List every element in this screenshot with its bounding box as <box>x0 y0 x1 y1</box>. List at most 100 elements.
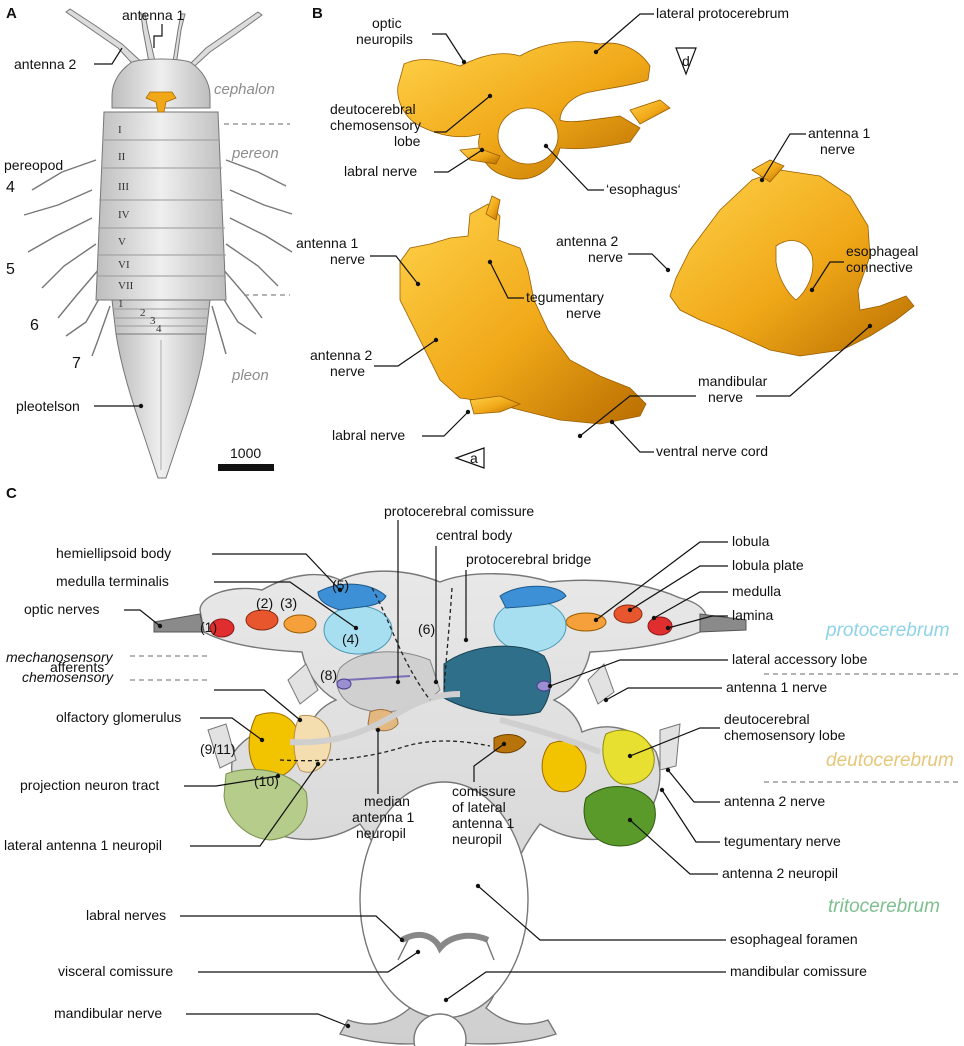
label-median-3: neuropil <box>356 825 406 841</box>
label-deuto-1: deutocerebral <box>330 101 416 117</box>
label-a1-nerve-right-2: nerve <box>820 141 855 157</box>
panel-a-letter: A <box>6 5 17 22</box>
pereon-numerals: I II III IV V VI VII 1 2 3 4 <box>118 124 162 335</box>
orientation-dorsal-letter: d <box>682 53 690 69</box>
marker-1: (1) <box>200 619 217 635</box>
isopod-body <box>95 58 227 479</box>
panel-c-letter: C <box>6 485 17 502</box>
label-antenna2-neuropil: antenna 2 neuropil <box>722 865 838 881</box>
label-central-body: central body <box>436 527 512 543</box>
segment-I: I <box>118 124 122 136</box>
label-tegumentary-2: nerve <box>566 305 601 321</box>
label-lateral-accessory-lobe: lateral accessory lobe <box>732 651 868 667</box>
label-mandibular-nerve: mandibular nerve <box>54 1005 162 1021</box>
label-ventral-nerve-cord: ventral nerve cord <box>656 443 768 459</box>
segment-III: III <box>118 181 129 193</box>
label-chemosensory: chemosensory <box>22 669 114 685</box>
olfactory-glomerulus-left <box>248 712 301 778</box>
leg-5-number: 5 <box>6 261 15 278</box>
label-labral-nerves: labral nerves <box>86 907 166 923</box>
label-optic-nerves: optic nerves <box>24 601 99 617</box>
marker-9-11: (9/11) <box>200 741 236 757</box>
label-esophagus: ‘esophagus‘ <box>606 181 681 197</box>
label-mechanosensory: mechanosensory <box>6 649 114 665</box>
label-labral-nerve-bottom: labral nerve <box>332 427 405 443</box>
panel-b-letter: B <box>312 5 323 22</box>
cephalon-brain <box>145 91 177 113</box>
label-mandibular-comissure: mandibular comissure <box>730 963 867 979</box>
region-deutocerebrum: deutocerebrum <box>826 750 954 771</box>
label-olfactory-glomerulus: olfactory glomerulus <box>56 709 181 725</box>
orientation-anterior <box>454 447 485 469</box>
label-comissure-2: of lateral <box>452 799 506 815</box>
marker-2: (2) <box>256 595 273 611</box>
label-esoph-conn-2: connective <box>846 259 913 275</box>
lobula-left <box>283 614 317 634</box>
pleon-segment-2: 2 <box>140 307 146 319</box>
tracts <box>279 587 602 961</box>
leg-6-number: 6 <box>30 317 39 334</box>
lamina-left <box>209 618 235 638</box>
label-a1-nerve-left-1: antenna 1 <box>296 235 358 251</box>
label-lobula-plate: lobula plate <box>732 557 804 573</box>
label-lateral-a1-neuropil: lateral antenna 1 neuropil <box>4 837 162 853</box>
leg-4-number: 4 <box>6 179 15 196</box>
label-a2-nerve-left-1: antenna 2 <box>310 347 372 363</box>
pleon-segment-1: 1 <box>118 298 124 310</box>
pereopods-right <box>211 159 293 355</box>
label-deuto-2: chemosensory <box>330 117 421 133</box>
label-antenna1-nerve: antenna 1 nerve <box>726 679 827 695</box>
medulla-right <box>613 604 643 624</box>
label-deuto-chemo-2: chemosensory lobe <box>724 727 846 743</box>
medulla-left <box>245 609 279 631</box>
leg-7-number: 7 <box>72 355 81 372</box>
label-a1-nerve-left-2: nerve <box>330 251 365 267</box>
label-comissure-4: neuropil <box>452 831 502 847</box>
label-afferents: afferents <box>50 659 104 675</box>
brain-render-dorsal <box>397 41 671 180</box>
brain-schematic <box>153 570 747 1046</box>
pleon-segment-3: 3 <box>150 315 156 327</box>
label-labral-nerve-top: labral nerve <box>344 163 417 179</box>
label-lateral-protocerebrum: lateral protocerebrum <box>656 5 789 21</box>
lobula-right <box>565 612 607 632</box>
neuropils <box>209 583 673 847</box>
pleon-label: pleon <box>231 367 269 384</box>
orientation-dorsal <box>675 47 697 76</box>
pereopods-left <box>23 159 111 357</box>
label-tegumentary-1: tegumentary <box>526 289 604 305</box>
label-a2-nerve-right-1: antenna 2 <box>556 233 618 249</box>
marker-5: (5) <box>332 577 349 593</box>
label-lamina: lamina <box>732 607 773 623</box>
label-protocerebral-comissure: protocerebral comissure <box>384 503 534 519</box>
pereon-segment-lines <box>97 139 226 277</box>
segment-IV: IV <box>118 209 130 221</box>
marker-4: (4) <box>342 631 359 647</box>
marker-6: (6) <box>418 621 435 637</box>
marker-10: (10) <box>254 773 279 789</box>
antenna2-label: antenna 2 <box>14 56 76 72</box>
label-esoph-conn-1: esophageal <box>846 243 918 259</box>
marker-3: (3) <box>280 595 297 611</box>
label-a1-nerve-right-1: antenna 1 <box>808 125 870 141</box>
label-hemiellipsoid-body: hemiellipsoid body <box>56 545 171 561</box>
hemiellipsoid-right <box>499 585 567 609</box>
hemiellipsoid-left <box>317 583 387 611</box>
label-medulla: medulla <box>732 583 781 599</box>
label-medulla-terminalis: medulla terminalis <box>56 573 169 589</box>
region-tritocerebrum: tritocerebrum <box>828 896 940 917</box>
orientation-anterior-letter: a <box>470 450 478 466</box>
medulla-terminalis-right <box>493 599 567 653</box>
panel-b: B d a optic neuropils lateral prot <box>296 5 918 469</box>
label-deuto-chemo-1: deutocerebral <box>724 711 810 727</box>
label-a2-nerve-right-2: nerve <box>588 249 623 265</box>
segment-VII: VII <box>118 280 134 292</box>
label-comissure-3: antenna 1 <box>452 815 514 831</box>
segment-V: V <box>118 236 126 248</box>
central-teal-right <box>443 645 552 716</box>
label-projection-neuron-tract: projection neuron tract <box>20 777 159 793</box>
label-mandibular-2: nerve <box>708 389 743 405</box>
antennae <box>65 8 263 75</box>
label-median-2: antenna 1 <box>352 809 414 825</box>
label-esophageal-foramen: esophageal foramen <box>730 931 858 947</box>
